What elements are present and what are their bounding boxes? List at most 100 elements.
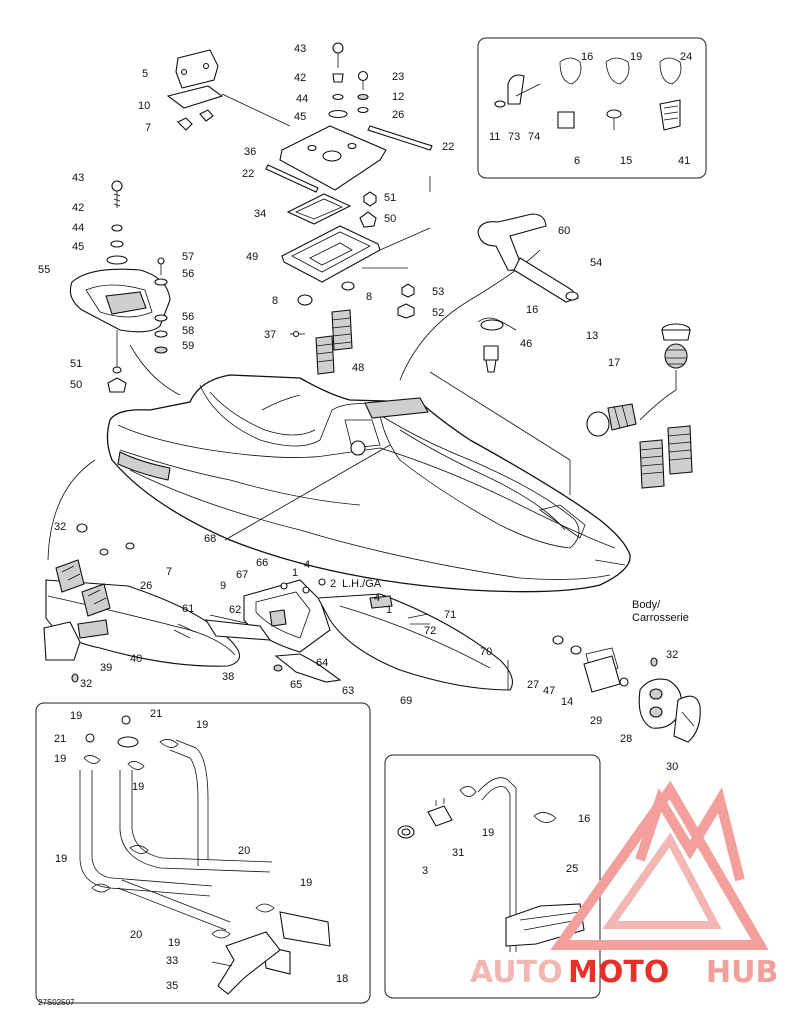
callout-26a: 26 [392, 109, 404, 121]
note-body: Body/ [632, 599, 661, 611]
callout-19c: 19 [196, 719, 208, 731]
callout-58: 58 [182, 325, 194, 337]
callout-8b: 8 [366, 291, 372, 303]
callout-4a: 4 [304, 559, 310, 571]
callout-29: 29 [590, 715, 602, 727]
mirror-assembly [552, 635, 701, 743]
top-center-assembly [265, 42, 433, 375]
callout-72: 72 [424, 625, 436, 637]
callout-16b: 16 [526, 304, 538, 316]
callout-68: 68 [204, 533, 216, 545]
note-side: L.H./GA [342, 578, 382, 590]
callout-53: 53 [432, 286, 444, 298]
callout-12: 12 [392, 91, 404, 103]
callout-21a: 21 [150, 708, 162, 720]
callout-47: 47 [543, 685, 555, 697]
inset-box-clips [477, 37, 707, 179]
callout-16c: 16 [578, 813, 590, 825]
watermark-hub: HUB [706, 955, 778, 990]
callout-67: 67 [236, 569, 248, 581]
callout-13: 13 [586, 330, 598, 342]
callout-40: 40 [130, 653, 142, 665]
callout-22b: 22 [442, 141, 454, 153]
callout-10: 10 [138, 100, 150, 112]
callout-23: 23 [392, 71, 404, 83]
callout-48: 48 [352, 362, 364, 374]
callout-63: 63 [342, 685, 354, 697]
callout-22a: 22 [242, 168, 254, 180]
leader-68 [224, 444, 391, 541]
callout-11: 11 [489, 131, 500, 143]
callout-1a: 1 [292, 567, 298, 579]
inset-box-vent-hoses [35, 702, 371, 1004]
callout-labels: 43 42 44 45 36 22 23 12 26 22 5 10 7 34 … [38, 43, 692, 992]
hull-deck [106, 374, 631, 593]
callout-27: 27 [527, 679, 539, 691]
callout-19h: 19 [168, 937, 180, 949]
callout-2: 2 [330, 578, 336, 590]
callout-5: 5 [142, 68, 148, 80]
callout-26b: 26 [140, 580, 152, 592]
callout-3: 3 [422, 865, 428, 877]
callout-6: 6 [574, 155, 580, 167]
callout-20b: 20 [130, 929, 142, 941]
leader-handle [129, 344, 181, 396]
callout-52: 52 [432, 307, 444, 319]
watermark-auto: AUTO [470, 955, 563, 990]
callout-70: 70 [480, 646, 492, 658]
callout-16a: 16 [581, 51, 593, 63]
inset-vent-hoses [79, 715, 331, 995]
callout-18: 18 [336, 973, 348, 985]
bracket-assembly [166, 49, 291, 131]
callout-44b: 44 [72, 222, 84, 234]
callout-50b: 50 [70, 379, 82, 391]
callout-51a: 51 [384, 192, 396, 204]
callout-33: 33 [166, 955, 178, 967]
callout-62: 62 [229, 604, 241, 616]
callout-32b: 32 [80, 678, 92, 690]
callout-19f: 19 [55, 853, 67, 865]
callout-46: 46 [520, 338, 532, 350]
callout-19g: 19 [300, 877, 312, 889]
callout-56b: 56 [182, 311, 194, 323]
callout-69: 69 [400, 695, 412, 707]
callout-38: 38 [222, 671, 234, 683]
callout-43b: 43 [72, 172, 84, 184]
callout-36: 36 [244, 146, 256, 158]
callout-32a: 32 [54, 521, 66, 533]
callout-42b: 42 [72, 202, 84, 214]
automotohub-watermark: AUTO MOTO HUB [470, 780, 778, 990]
callout-49: 49 [246, 251, 258, 263]
inset-clips [494, 57, 682, 131]
callout-50a: 50 [384, 213, 396, 225]
callout-43: 43 [294, 43, 306, 55]
callout-64: 64 [316, 657, 328, 669]
callout-25: 25 [566, 863, 578, 875]
callout-45: 45 [294, 111, 306, 123]
callout-19a: 19 [630, 51, 642, 63]
callout-45b: 45 [72, 241, 84, 253]
callout-74: 74 [528, 131, 540, 143]
callout-28: 28 [620, 733, 632, 745]
callout-7a: 7 [145, 122, 151, 134]
callout-57: 57 [182, 251, 194, 263]
side-panel-assembly [204, 578, 513, 691]
callout-1b: 1 [386, 604, 392, 616]
callout-35: 35 [166, 980, 178, 992]
note-carrosserie: Carrosserie [632, 612, 689, 624]
callout-59: 59 [182, 340, 194, 352]
leader-vent [47, 459, 96, 561]
callout-17: 17 [608, 357, 620, 369]
leader-46 [429, 371, 571, 495]
watermark-moto: MOTO [568, 955, 669, 990]
callout-14: 14 [561, 696, 573, 708]
callout-37: 37 [264, 329, 276, 341]
callout-9: 9 [220, 580, 226, 592]
callout-54: 54 [590, 257, 602, 269]
callout-66: 66 [256, 557, 268, 569]
callout-71: 71 [444, 609, 456, 621]
callout-20a: 20 [238, 845, 250, 857]
callout-44: 44 [296, 93, 308, 105]
callout-34: 34 [254, 208, 266, 220]
callout-7b: 7 [166, 566, 172, 578]
